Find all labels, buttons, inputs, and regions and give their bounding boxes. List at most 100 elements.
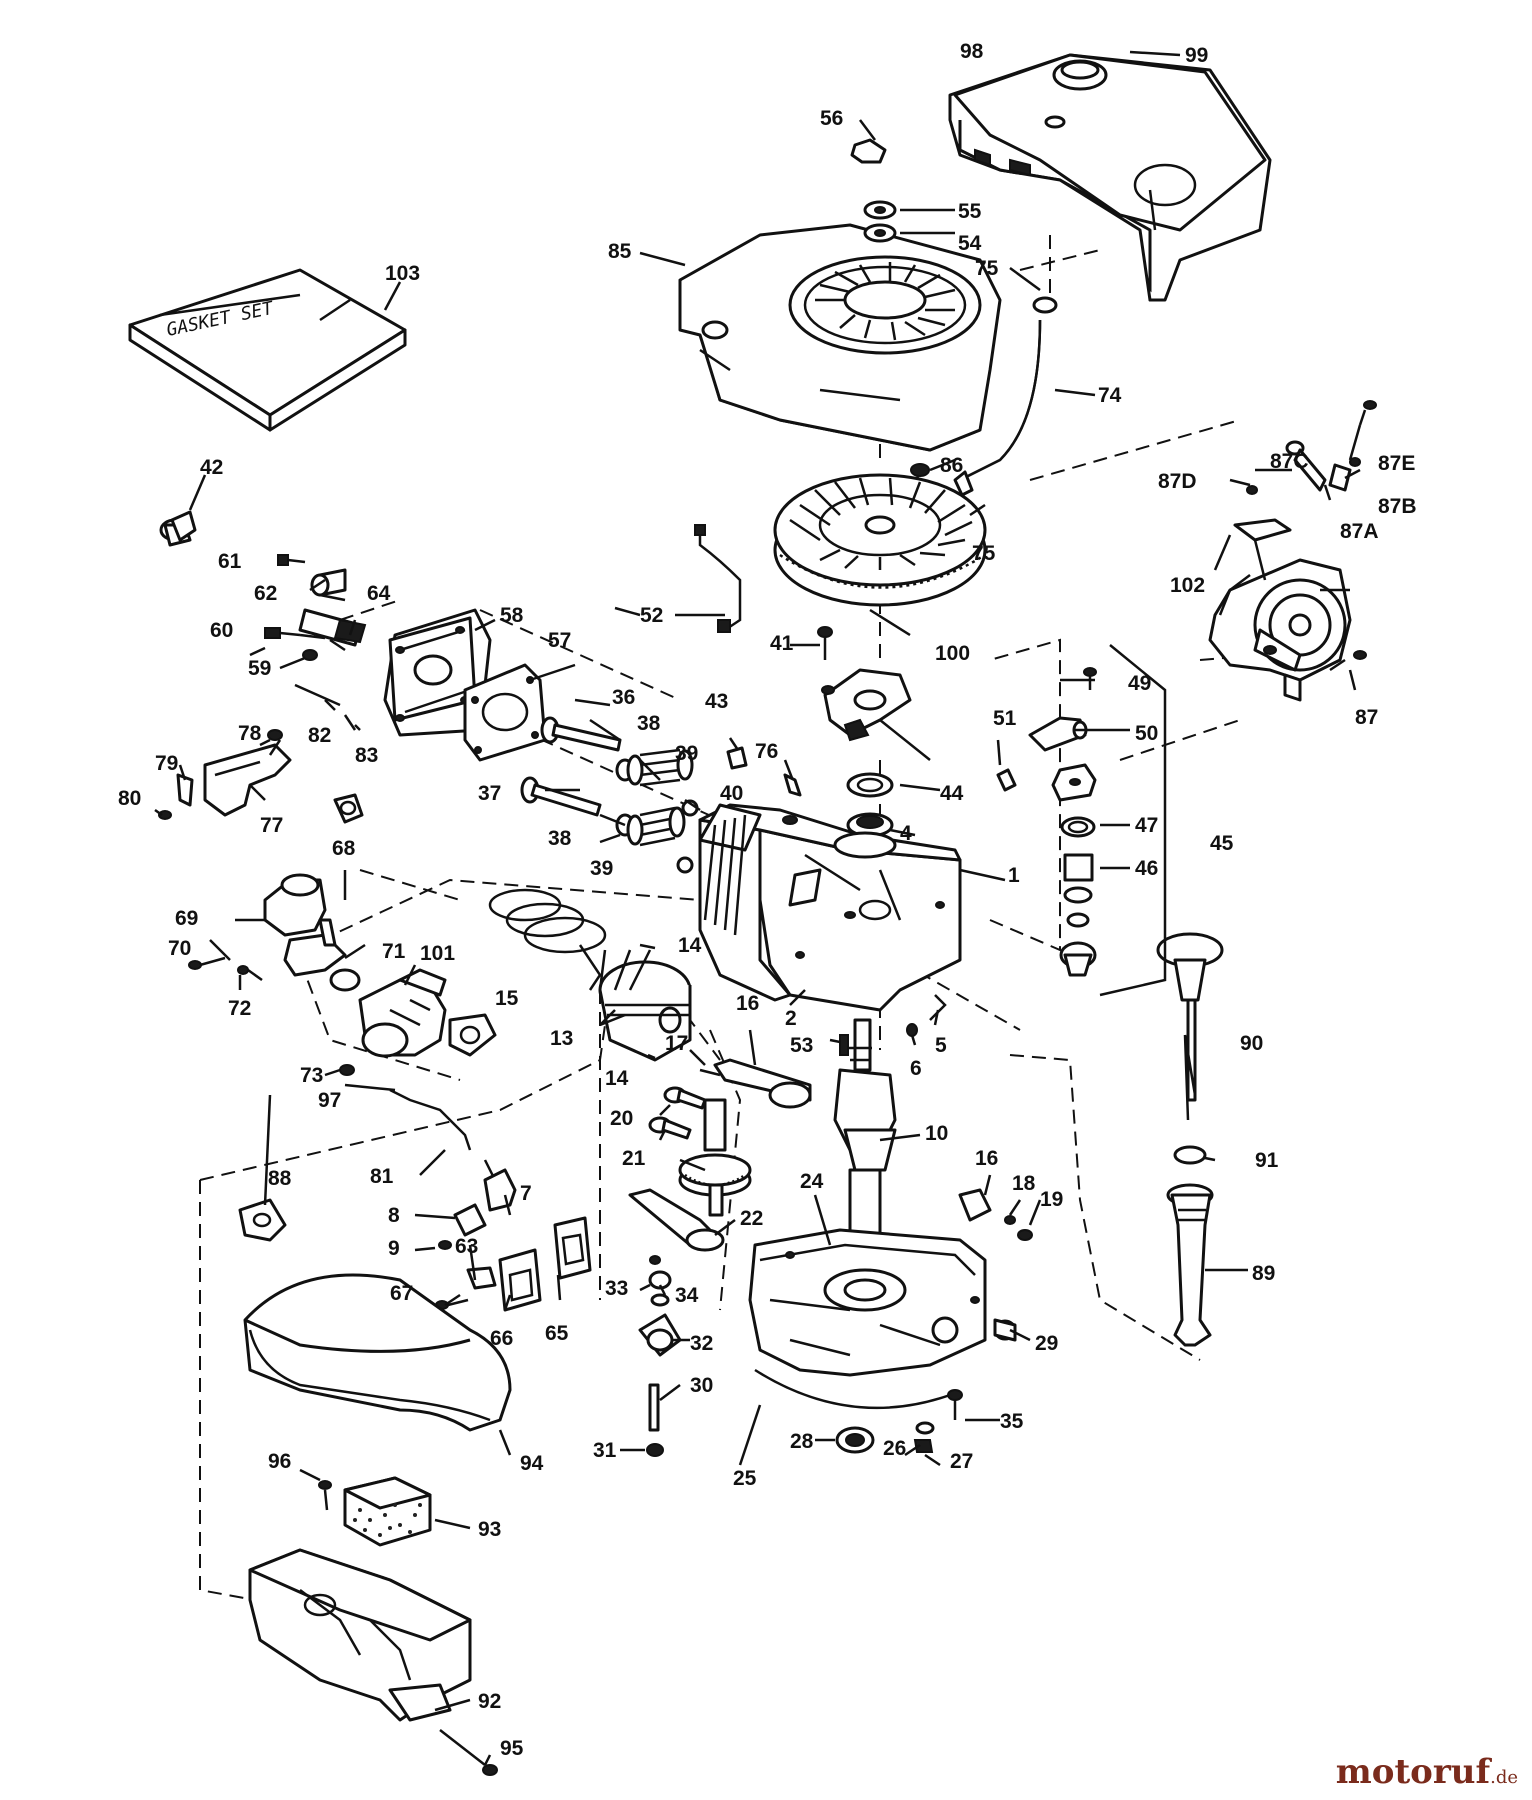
speed-bracket bbox=[158, 729, 292, 820]
plug-29 bbox=[993, 1318, 1017, 1342]
seal-28 bbox=[835, 1389, 963, 1454]
spark-plug-cap bbox=[170, 510, 197, 542]
callout-68: 68 bbox=[332, 837, 356, 860]
callout-51: 51 bbox=[993, 707, 1017, 730]
air-cleaner-cover bbox=[243, 1273, 512, 1432]
callout-89: 89 bbox=[1252, 1262, 1275, 1285]
callout-29: 29 bbox=[1035, 1332, 1058, 1355]
throttle-linkage bbox=[389, 1088, 517, 1212]
callout-53: 53 bbox=[790, 1034, 813, 1057]
callout-67: 67 bbox=[390, 1282, 413, 1305]
callout-4: 4 bbox=[900, 822, 912, 845]
callout-14: 14 bbox=[678, 934, 702, 957]
head-gasket bbox=[463, 663, 547, 762]
callout-20: 20 bbox=[610, 1107, 633, 1130]
callout-87C: 87C bbox=[1270, 450, 1309, 473]
valves bbox=[520, 716, 622, 817]
callout-44: 44 bbox=[940, 782, 964, 805]
callout-86: 86 bbox=[940, 454, 963, 477]
valve-springs bbox=[615, 748, 699, 874]
callout-57: 57 bbox=[548, 629, 571, 652]
callout-8: 8 bbox=[388, 1204, 400, 1227]
callout-30: 30 bbox=[690, 1374, 713, 1397]
callout-63: 63 bbox=[455, 1235, 478, 1258]
gasket-88 bbox=[238, 1198, 287, 1242]
air-cleaner-base bbox=[248, 1480, 498, 1776]
spark-plug-assembly bbox=[159, 518, 367, 731]
fuel-line bbox=[953, 296, 1058, 497]
callout-32: 32 bbox=[690, 1332, 713, 1355]
callout-39b: 39 bbox=[590, 857, 613, 880]
callout-87E: 87E bbox=[1378, 452, 1415, 475]
watermark-tld: .de bbox=[1490, 1767, 1518, 1788]
callout-28: 28 bbox=[790, 1430, 814, 1453]
seal-44 bbox=[846, 772, 894, 838]
small-fittings bbox=[726, 746, 802, 797]
callout-35: 35 bbox=[1000, 1410, 1024, 1433]
watermark-logo: motoruf.de bbox=[1336, 1752, 1518, 1792]
callout-40: 40 bbox=[720, 782, 743, 805]
muffler bbox=[188, 793, 364, 992]
callout-66: 66 bbox=[490, 1327, 513, 1350]
callout-98: 98 bbox=[960, 40, 984, 63]
callout-80: 80 bbox=[118, 787, 141, 810]
air-filter-element bbox=[343, 1476, 432, 1547]
callout-37: 37 bbox=[478, 782, 501, 805]
rewind-starter bbox=[1208, 518, 1367, 702]
callout-74: 74 bbox=[1098, 384, 1122, 407]
callout-69: 69 bbox=[175, 907, 198, 930]
callout-14b: 14 bbox=[605, 1067, 629, 1090]
callout-64: 64 bbox=[367, 582, 391, 605]
callout-73: 73 bbox=[300, 1064, 323, 1087]
callout-72: 72 bbox=[228, 997, 251, 1020]
callout-93: 93 bbox=[478, 1518, 501, 1541]
callout-36: 36 bbox=[612, 686, 635, 709]
callout-83: 83 bbox=[355, 744, 378, 767]
callout-10: 10 bbox=[925, 1122, 948, 1145]
callout-78: 78 bbox=[238, 722, 262, 745]
dipstick-tube bbox=[1156, 932, 1224, 1347]
callout-81: 81 bbox=[370, 1165, 394, 1188]
callout-95: 95 bbox=[500, 1737, 524, 1760]
blower-grille bbox=[815, 262, 956, 341]
callout-52: 52 bbox=[640, 604, 663, 627]
callout-87B: 87B bbox=[1378, 495, 1417, 518]
callout-77: 77 bbox=[260, 814, 283, 837]
callout-17: 17 bbox=[665, 1032, 688, 1055]
callout-7: 7 bbox=[520, 1182, 532, 1205]
callout-38: 38 bbox=[637, 712, 661, 735]
callout-47: 47 bbox=[1135, 814, 1158, 837]
callout-71: 71 bbox=[382, 940, 406, 963]
callout-16b: 16 bbox=[975, 1147, 998, 1170]
callout-1: 1 bbox=[1008, 864, 1020, 887]
callout-13: 13 bbox=[550, 1027, 573, 1050]
callout-94: 94 bbox=[520, 1452, 544, 1475]
callout-18: 18 bbox=[1012, 1172, 1036, 1195]
tappets bbox=[648, 1086, 707, 1140]
callout-79: 79 bbox=[155, 752, 178, 775]
callout-96: 96 bbox=[268, 1450, 291, 1473]
callout-85: 85 bbox=[608, 240, 632, 263]
ignition-wire bbox=[694, 524, 742, 633]
callout-97: 97 bbox=[318, 1089, 341, 1112]
fuel-tank bbox=[948, 53, 1272, 302]
ignition-armature bbox=[821, 668, 931, 761]
callout-5: 5 bbox=[935, 1034, 947, 1057]
callout-103: 103 bbox=[385, 262, 420, 285]
callout-76: 76 bbox=[755, 740, 778, 763]
callout-61: 61 bbox=[218, 550, 242, 573]
callout-19: 19 bbox=[1040, 1188, 1063, 1211]
callout-58: 58 bbox=[500, 604, 524, 627]
callout-42: 42 bbox=[200, 456, 223, 479]
callout-75b: 75 bbox=[972, 542, 996, 565]
screw-41 bbox=[817, 626, 833, 660]
callout-31: 31 bbox=[593, 1439, 617, 1462]
callout-39: 39 bbox=[675, 742, 698, 765]
callout-26: 26 bbox=[883, 1437, 906, 1460]
callout-49: 49 bbox=[1128, 672, 1151, 695]
callout-2: 2 bbox=[785, 1007, 797, 1030]
callout-labels: 98 99 56 55 54 85 75 103 74 86 42 87E 87… bbox=[118, 40, 1417, 1760]
blower-housing bbox=[678, 223, 1002, 452]
callout-87A: 87A bbox=[1340, 520, 1379, 543]
